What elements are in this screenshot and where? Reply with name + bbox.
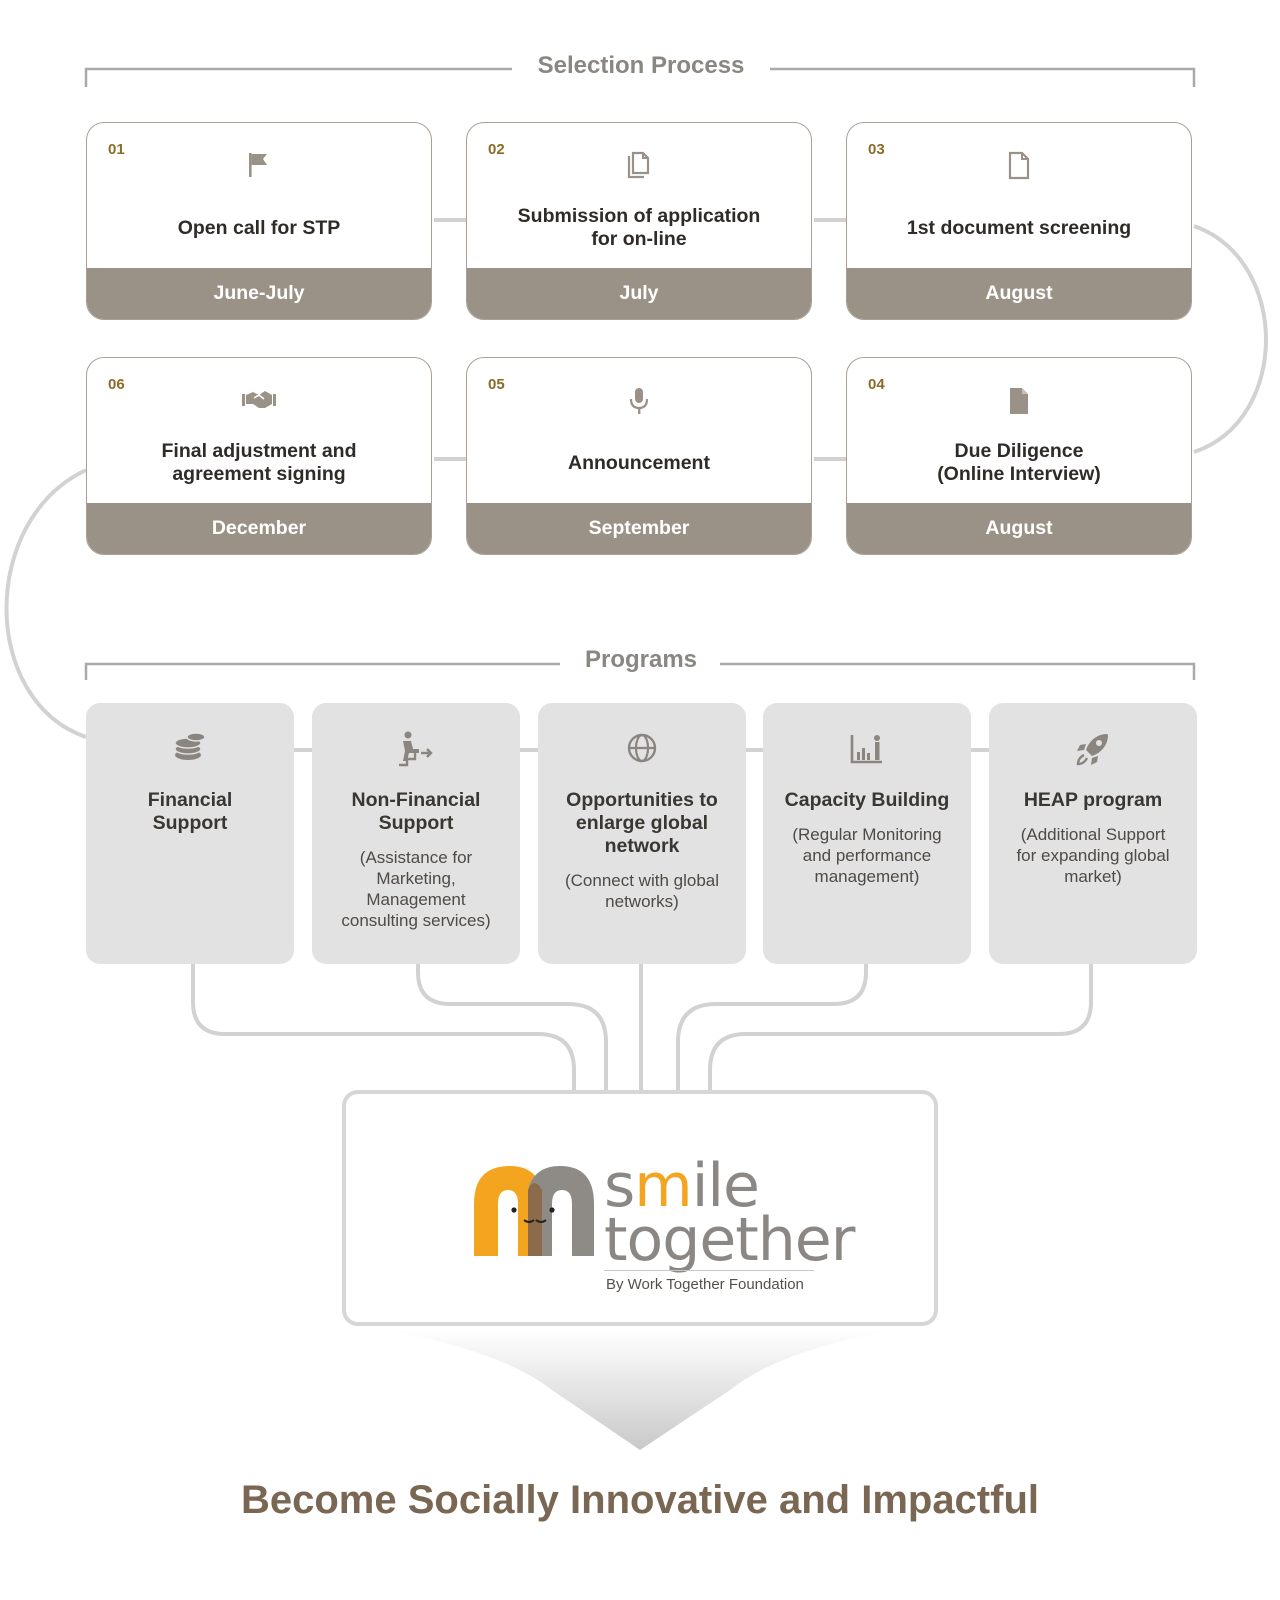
flag-icon [249,153,267,177]
program-title: Financial Support [147,789,233,834]
chart-person-icon [850,735,882,764]
step-card-06: 06 Final adjustment and agreement signin… [86,357,432,555]
step-date: September [467,503,811,554]
rocket-icon [1076,734,1108,766]
document-icon [1008,151,1030,180]
step-date: August [847,503,1191,554]
step-date: July [467,268,811,319]
program-card-capacity-building: Capacity Building (Regular Monitoring and… [763,703,971,964]
step-number: 06 [108,376,125,393]
program-description: (Additional Support for expanding global… [1016,825,1170,886]
program-card-global-network: Opportunities to enlarge global network (… [538,703,746,964]
program-title: Non-Financial Support [351,789,481,834]
logo-word-smile: smile [604,1156,760,1216]
step-number: 01 [108,141,125,158]
program-card-financial: Financial Support [86,703,294,964]
program-card-heap: HEAP program (Additional Support for expa… [989,703,1197,964]
step-title: Due Diligence (Online Interview) [937,440,1101,485]
logo-word-smile-text: smile [604,1151,760,1221]
step-card-01: 01 Open call for STP June-July [86,122,432,320]
section-title-selection: Selection Process [519,52,763,80]
globe-icon [627,733,657,763]
climbing-person-icon [399,731,433,767]
step-card-05: 05 Announcement September [466,357,812,555]
program-card-non-financial: Non-Financial Support (Assistance for Mar… [312,703,520,964]
step-date: June-July [87,268,431,319]
program-title: Opportunities to enlarge global network [566,789,718,857]
down-arrow [385,1330,895,1450]
tagline: Become Socially Innovative and Impactful [240,1478,1039,1522]
handshake-icon [242,391,276,408]
program-title: HEAP program [1023,789,1163,811]
step-title: Announcement [568,451,710,474]
step-title: 1st document screening [906,216,1132,239]
logo-divider [604,1270,814,1271]
filled-document-icon [1010,388,1028,414]
logo-box: smile together By Work Together Foundati… [342,1090,938,1326]
section-title-programs: Programs [566,646,716,674]
step-card-03: 03 1st document screening August [846,122,1192,320]
step-number: 03 [868,141,885,158]
coins-icon [174,732,206,760]
step-number: 05 [488,376,505,393]
program-title: Capacity Building [784,789,950,811]
program-description: (Regular Monitoring and performance mana… [792,825,942,886]
program-description: (Connect with global networks) [564,871,720,911]
step-card-02: 02 Submission of application for on-line… [466,122,812,320]
logo-byline: By Work Together Foundation [606,1276,804,1293]
step-card-04: 04 Due Diligence (Online Interview) Augu… [846,357,1192,555]
step-date: December [87,503,431,554]
step-title: Open call for STP [177,216,341,239]
logo-word-together: together [604,1205,855,1275]
microphone-icon [629,388,649,414]
step-number: 04 [868,376,885,393]
step-number: 02 [488,141,505,158]
copy-documents-icon [627,151,650,179]
step-title: Submission of application for on-line [517,205,761,250]
step-title: Final adjustment and agreement signing [161,440,357,485]
program-description: (Assistance for Marketing, Management co… [341,848,491,930]
smile-together-logo-mark [474,1166,594,1256]
step-date: August [847,268,1191,319]
